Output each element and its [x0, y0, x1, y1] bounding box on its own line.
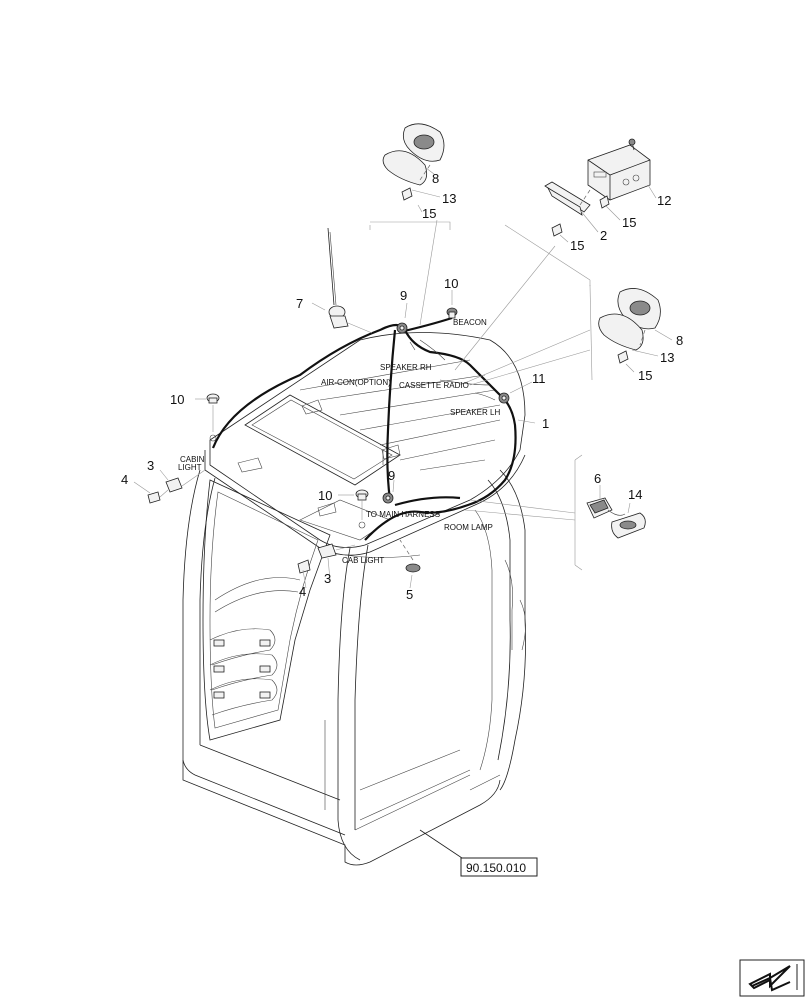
label-air-con: AIR-CON(OPTION) [321, 378, 391, 387]
callout-7: 7 [296, 296, 303, 311]
label-cassette-radio: CASSETTE RADIO [399, 381, 469, 390]
callout-3-left: 3 [147, 458, 154, 473]
cassette-radio [544, 138, 651, 237]
grommet-9-top [396, 322, 408, 334]
label-beacon: BEACON [453, 318, 487, 327]
plug-10-top [446, 307, 458, 319]
callout-12: 12 [657, 193, 671, 208]
callout-9-bottom: 9 [388, 468, 395, 483]
callout-8-top: 8 [432, 171, 439, 186]
grommet-11 [498, 392, 510, 404]
callout-15-top: 15 [422, 206, 436, 221]
callout-13-top: 13 [442, 191, 456, 206]
cab-light-lens [399, 539, 421, 573]
antenna [327, 227, 373, 334]
label-room-lamp: ROOM LAMP [444, 523, 493, 532]
reference-box[interactable]: 90.150.010 [460, 857, 538, 877]
callout-10-middle: 10 [318, 488, 332, 503]
callout-1: 1 [542, 416, 549, 431]
callout-5: 5 [406, 587, 413, 602]
callout-13-lh: 13 [660, 350, 674, 365]
label-to-main-harness: TO MAIN HARNESS [366, 510, 440, 519]
callout-14: 14 [628, 487, 642, 502]
callout-8-lh: 8 [676, 333, 683, 348]
arrow-icon[interactable] [739, 959, 805, 997]
label-cabin: CABIN [180, 455, 205, 464]
label-speaker-rh: SPEAKER RH [380, 363, 432, 372]
room-lamp [586, 497, 646, 539]
speaker-lh [598, 288, 661, 364]
speaker-rh [382, 123, 445, 201]
reference-number: 90.150.010 [466, 861, 526, 875]
detail-leaders [369, 219, 593, 571]
callout-leaders [133, 167, 673, 861]
callout-15-lh: 15 [638, 368, 652, 383]
label-cab-light: CAB LIGHT [342, 556, 384, 565]
callout-15-radio: 15 [622, 215, 636, 230]
grommet-9-bottom [382, 492, 394, 504]
callout-4-left: 4 [121, 472, 128, 487]
callout-10-left: 10 [170, 392, 184, 407]
callout-3-center: 3 [324, 571, 331, 586]
callout-2: 2 [600, 228, 607, 243]
callout-6: 6 [594, 471, 601, 486]
cab-frame [182, 332, 526, 866]
callout-9-top: 9 [400, 288, 407, 303]
label-light: LIGHT [178, 463, 202, 472]
callout-10-top: 10 [444, 276, 458, 291]
callout-4-center: 4 [299, 584, 306, 599]
bracket-left [147, 469, 206, 504]
plug-10-left [206, 393, 220, 442]
callout-11: 11 [532, 371, 546, 386]
callout-15-bracket: 15 [570, 238, 584, 253]
label-speaker-lh: SPEAKER LH [450, 408, 500, 417]
bracket-center [297, 543, 356, 574]
